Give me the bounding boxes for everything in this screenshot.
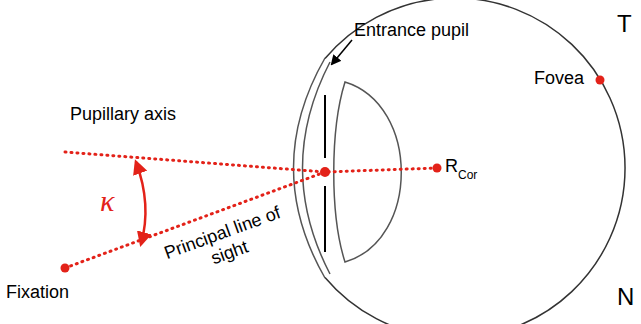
point-label: Fixation [6,282,69,303]
part-label: Entrance pupil [354,20,469,41]
fixation-dot [61,264,70,273]
angle-symbol: κ [100,184,114,219]
pupillary-axis-line [65,152,437,172]
rotation-center-dot [433,164,442,173]
pupil-stop [324,186,326,252]
fovea-dot [596,76,605,85]
leader-arrow [332,40,352,64]
direction-label: N [617,283,634,311]
pupil-stop [324,95,326,158]
kappa-angle-arrow [136,162,145,244]
axis-label: Pupillary axis [70,104,176,125]
direction-label: T [617,10,632,38]
lens-outline [334,82,402,262]
eyeball-outline [325,0,625,324]
point-label: R [445,156,458,177]
cornea-outer [294,58,326,278]
cornea-inner [303,62,331,274]
axis-label: Principal line of sight [157,201,295,285]
subscript-label: Cor [458,169,477,183]
pupil-center-dot [320,167,330,177]
part-label: Fovea [534,68,584,89]
